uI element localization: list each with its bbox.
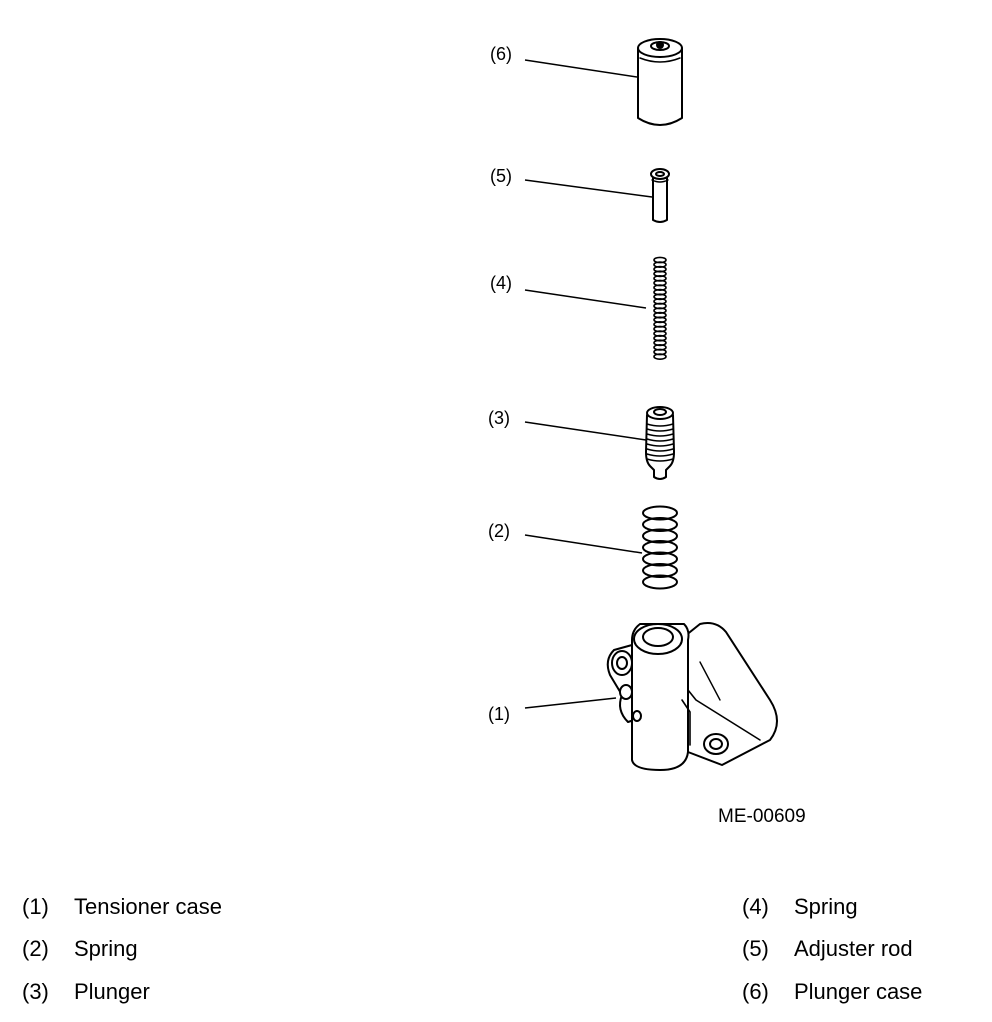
plunger-case-part — [637, 38, 683, 126]
leader-lines — [524, 59, 653, 709]
legend-number: (5) — [742, 936, 769, 961]
callout-6: (6) — [490, 44, 512, 64]
legend-label: Plunger case — [794, 979, 923, 1004]
legend-number: (6) — [742, 979, 769, 1004]
callout-2: (2) — [488, 521, 510, 541]
callout-5: (5) — [490, 166, 512, 186]
callout-3: (3) — [488, 408, 510, 428]
figure-code: ME-00609 — [718, 806, 806, 827]
small-spring-part — [653, 256, 667, 360]
legend-number: (3) — [22, 979, 49, 1004]
callout-1: (1) — [488, 704, 510, 724]
legend-number: (4) — [742, 894, 769, 919]
tensioner-case-part — [606, 622, 778, 771]
large-spring-part — [642, 505, 678, 590]
legend-label: Plunger — [74, 979, 150, 1004]
callout-4: (4) — [490, 273, 512, 293]
legend-label: Tensioner case — [74, 894, 222, 919]
legend-number: (1) — [22, 894, 49, 919]
plunger-part — [645, 406, 675, 480]
legend-number: (2) — [22, 936, 49, 961]
legend-label: Spring — [74, 936, 138, 961]
adjuster-rod-part — [650, 168, 670, 223]
legend-label: Adjuster rod — [794, 936, 913, 961]
legend-label: Spring — [794, 894, 858, 919]
